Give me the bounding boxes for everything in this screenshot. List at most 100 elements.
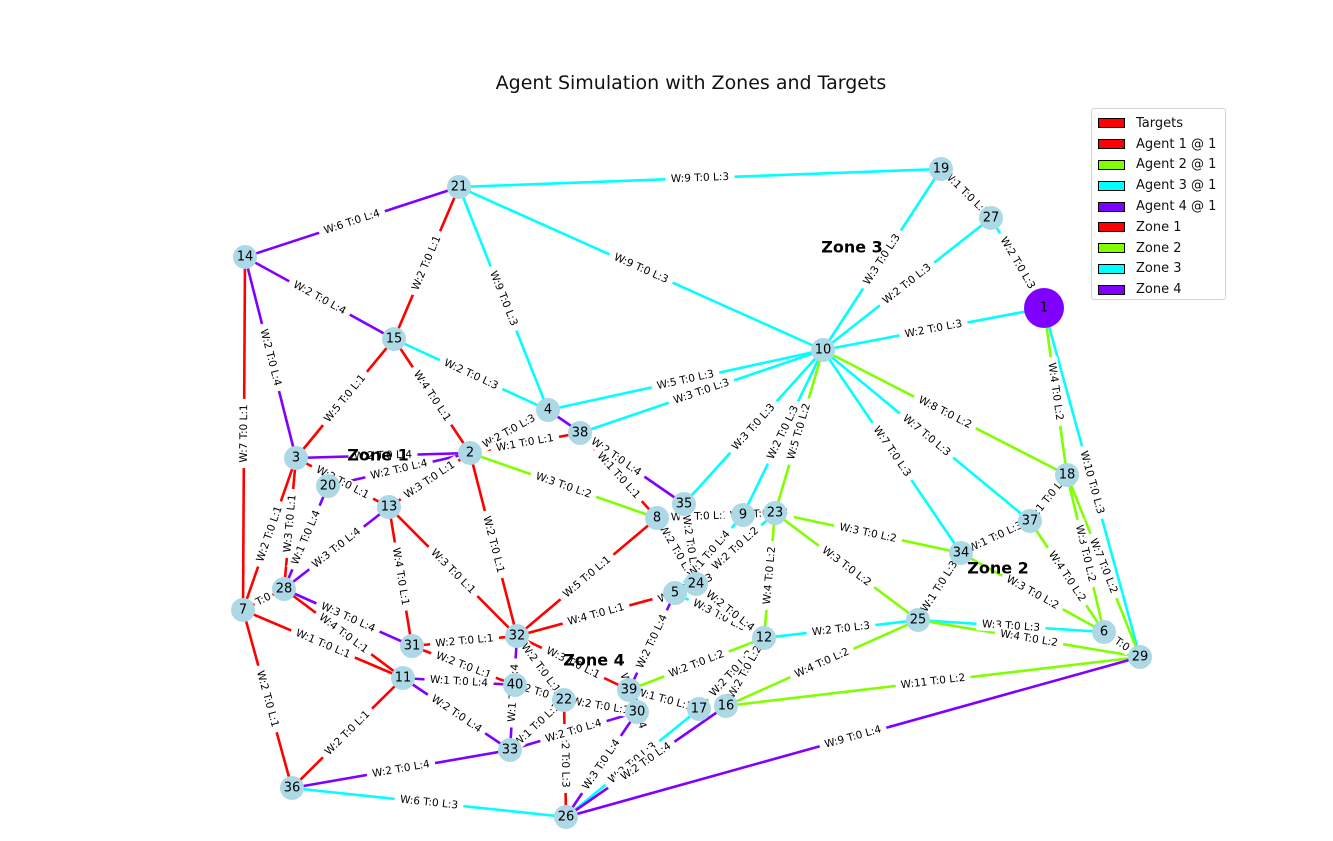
legend-swatch [1098,159,1125,170]
svg-text:W:2 T:0 L:4: W:2 T:0 L:4 [258,328,284,388]
svg-text:W:5 T:0 L:1: W:5 T:0 L:1 [322,372,368,425]
svg-text:10: 10 [815,343,832,358]
node-20: 20 [316,474,340,498]
node-19: 19 [929,157,953,181]
node-40: 40 [503,673,527,697]
edge-label-33-36: W:2 T:0 L:4 [365,756,437,782]
edge-label-13-32: W:3 T:0 L:1 [424,542,482,601]
node-32: 32 [505,624,529,648]
edge-label-21-4: W:9 T:0 L:3 [484,264,523,333]
edge-label-15-3: W:5 T:0 L:1 [318,367,372,430]
edge-label-10-1: W:2 T:0 L:3 [898,316,969,342]
zone-label-1: Zone 1 [347,446,409,465]
node-23: 23 [763,501,787,525]
svg-text:W:4 T:0 L:2: W:4 T:0 L:2 [761,546,778,605]
svg-text:30: 30 [629,705,646,720]
svg-text:W:2 T:0 L:4: W:2 T:0 L:4 [291,279,348,318]
svg-text:W:2 T:0 L:1: W:2 T:0 L:1 [254,669,281,728]
svg-text:W:2 T:0 L:4: W:2 T:0 L:4 [429,693,484,736]
edge-label-5-39: W:2 T:0 L:4 [631,607,673,676]
svg-text:18: 18 [1059,468,1076,483]
node-26: 26 [554,805,578,829]
svg-text:35: 35 [676,497,693,512]
edge-label-15-2: W:4 T:0 L:1 [407,363,457,429]
svg-text:W:3 T:0 L:2: W:3 T:0 L:2 [1004,573,1061,612]
svg-text:22: 22 [556,693,573,708]
svg-text:W:2 T:0 L:1: W:2 T:0 L:1 [435,632,494,649]
edge-label-3-2: W:2 T:0 L:4 [348,448,418,463]
node-31: 31 [400,634,424,658]
svg-text:8: 8 [653,511,661,526]
node-17: 17 [687,697,711,721]
svg-text:W:3 T:0 L:2: W:3 T:0 L:2 [820,544,874,588]
edge-label-32-5: W:4 T:0 L:1 [560,599,632,630]
edge-label-2-8: W:3 T:0 L:2 [528,468,599,503]
svg-text:W:9 T:0 L:3: W:9 T:0 L:3 [612,251,670,286]
legend-swatch [1098,284,1125,295]
edge-label-14-7: W:7 T:0 L:1 [237,398,251,469]
svg-text:7: 7 [239,603,247,618]
node-9: 9 [731,503,755,527]
node-37: 37 [1018,509,1042,533]
legend-swatch [1098,180,1125,191]
zone-label-4: Zone 4 [563,651,625,670]
svg-text:3: 3 [292,451,300,466]
svg-text:W:1 T:0 L:4: W:1 T:0 L:4 [430,674,489,690]
edge-label-3-28: W:3 T:0 L:1 [280,488,300,559]
node-29: 29 [1128,645,1152,669]
svg-text:W:5 T:0 L:1: W:5 T:0 L:1 [561,554,613,601]
node-10: 10 [811,338,835,362]
legend-label: Agent 3 @ 1 [1136,178,1217,194]
node-6: 6 [1092,620,1116,644]
edge-label-23-12: W:4 T:0 L:2 [759,540,780,611]
svg-text:23: 23 [767,506,784,521]
svg-text:15: 15 [386,332,403,347]
node-13: 13 [377,495,401,519]
svg-text:37: 37 [1022,514,1039,529]
svg-text:W:3 T:0 L:2: W:3 T:0 L:2 [838,521,897,545]
edge-labels-layer: W:9 T:0 L:3W:6 T:0 L:4W:2 T:0 L:1W:9 T:0… [237,164,1135,813]
edge-label-7-36: W:2 T:0 L:1 [252,663,283,735]
legend-item: Targets [1098,113,1225,134]
svg-text:26: 26 [558,810,575,825]
svg-text:W:2 T:0 L:1: W:2 T:0 L:1 [480,515,506,574]
zone-label-3: Zone 3 [821,238,883,257]
node-30: 30 [625,700,649,724]
legend-item: Agent 3 @ 1 [1098,175,1225,196]
svg-text:W:2 T:0 L:4: W:2 T:0 L:4 [634,612,670,670]
legend-label: Targets [1136,115,1183,131]
node-39: 39 [617,678,641,702]
edge-label-11-40: W:1 T:0 L:4 [424,672,494,691]
svg-text:29: 29 [1132,650,1149,665]
legend-item: Zone 2 [1098,238,1225,259]
edge-label-7-28: T:0 [251,589,276,610]
svg-text:W:4 T:0 L:2: W:4 T:0 L:2 [793,646,851,681]
svg-text:W:4 T:0 L:1: W:4 T:0 L:1 [566,601,625,628]
svg-text:13: 13 [381,500,398,515]
edge-label-21-15: W:2 T:0 L:1 [406,228,447,298]
svg-text:W:1 T:0 L:3: W:1 T:0 L:3 [967,519,1025,554]
node-2: 2 [458,441,482,465]
svg-text:W:2 T:0 L:3: W:2 T:0 L:3 [904,318,963,341]
legend-label: Zone 2 [1136,240,1182,256]
edge-label-23-34: W:3 T:0 L:2 [832,519,904,547]
legend-item: Zone 4 [1098,279,1225,300]
node-3: 3 [284,446,308,470]
svg-text:25: 25 [910,613,927,628]
svg-text:W:2 T:0 L:4: W:2 T:0 L:4 [354,449,413,463]
svg-text:W:2 T:0 L:4: W:2 T:0 L:4 [544,717,604,745]
node-36: 36 [280,776,304,800]
edge-label-3-7: W:2 T:0 L:1 [251,499,288,569]
node-27: 27 [979,206,1003,230]
legend-label: Zone 1 [1136,219,1182,235]
svg-text:W:2 T:0 L:4: W:2 T:0 L:4 [371,758,431,780]
svg-text:W:2 T:0 L:3: W:2 T:0 L:3 [880,261,933,306]
edge-label-11-36: W:2 T:0 L:1 [318,704,377,762]
svg-text:40: 40 [507,678,524,693]
edge-label-25-12: W:2 T:0 L:3 [805,618,877,640]
edge-label-29-16: W:11 T:0 L:2 [894,670,972,693]
svg-text:W:1 T:0 L:3: W:1 T:0 L:3 [919,559,961,614]
